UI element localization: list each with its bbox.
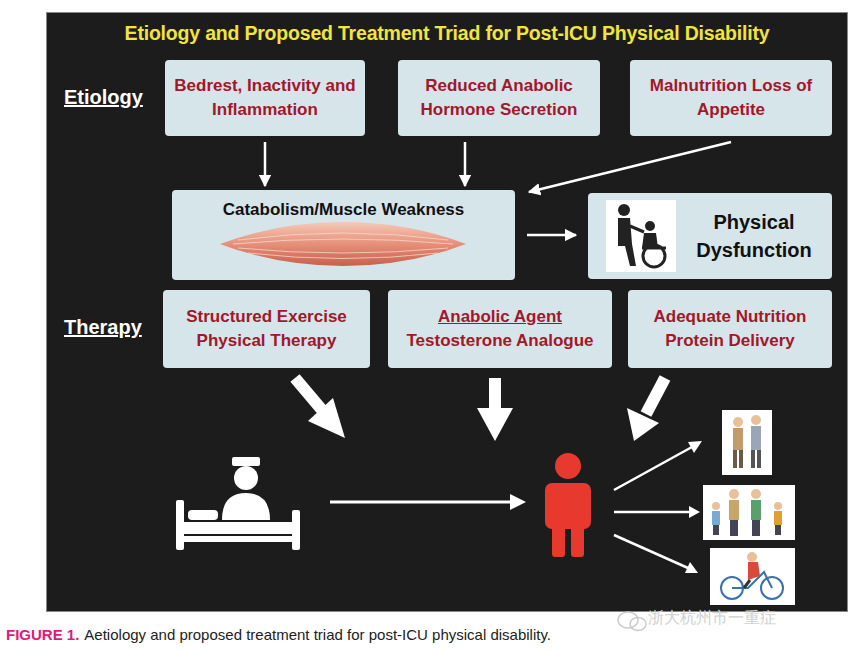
outcome-arrows (614, 441, 702, 573)
figure-caption: Aetiology and proposed treatment triad f… (84, 626, 551, 643)
box-text: Anabolic Agent (438, 305, 562, 329)
connector-arrow (529, 142, 731, 192)
cyclist-picture (710, 548, 795, 605)
therapy-arrows (295, 378, 665, 441)
box-text: Structured Exercise Physical Therapy (163, 305, 370, 353)
progress-arrow (330, 501, 512, 504)
text-box: Reduced Anabolic Hormone Secretion (398, 60, 600, 136)
box-text: Testosterone Analogue (406, 329, 593, 353)
family-walk-picture (703, 485, 795, 540)
patient-figure (545, 453, 591, 557)
connector-arrow (464, 142, 467, 186)
wheelchair-icon (606, 200, 676, 272)
nurse-bed-icon (176, 457, 300, 550)
text-box: Structured Exercise Physical Therapy (163, 290, 370, 368)
box-text: Catabolism/Muscle Weakness (223, 198, 465, 222)
arrow-head (510, 494, 526, 510)
box-text: Adequate Nutrition Protein Delivery (628, 305, 832, 353)
diagram-title: Etiology and Proposed Treatment Triad fo… (46, 19, 848, 47)
watermark: 浙大杭州市一重症 (648, 608, 776, 629)
connector-arrow (527, 234, 576, 237)
section-label: Therapy (64, 316, 142, 339)
box-text: Physical Dysfunction (680, 208, 828, 264)
text-box: Adequate Nutrition Protein Delivery (628, 290, 832, 368)
text-box: Anabolic AgentTestosterone Analogue (388, 290, 612, 368)
watermark-icon (618, 612, 646, 631)
text-box: Malnutrition Loss of Appetite (630, 60, 832, 136)
box-text: Reduced Anabolic Hormone Secretion (398, 74, 600, 122)
box-text: Malnutrition Loss of Appetite (630, 74, 832, 122)
elderly-couple-picture (722, 410, 772, 475)
text-box: Bedrest, Inactivity and Inflammation (165, 60, 365, 136)
muscle-illustration (218, 220, 468, 268)
caption-row: FIGURE 1. Aetiology and proposed treatmen… (6, 626, 551, 643)
connector-arrow (264, 142, 267, 186)
box-text: Bedrest, Inactivity and Inflammation (165, 74, 365, 122)
figure-number: FIGURE 1. (6, 626, 79, 643)
section-label: Etiology (64, 86, 143, 109)
